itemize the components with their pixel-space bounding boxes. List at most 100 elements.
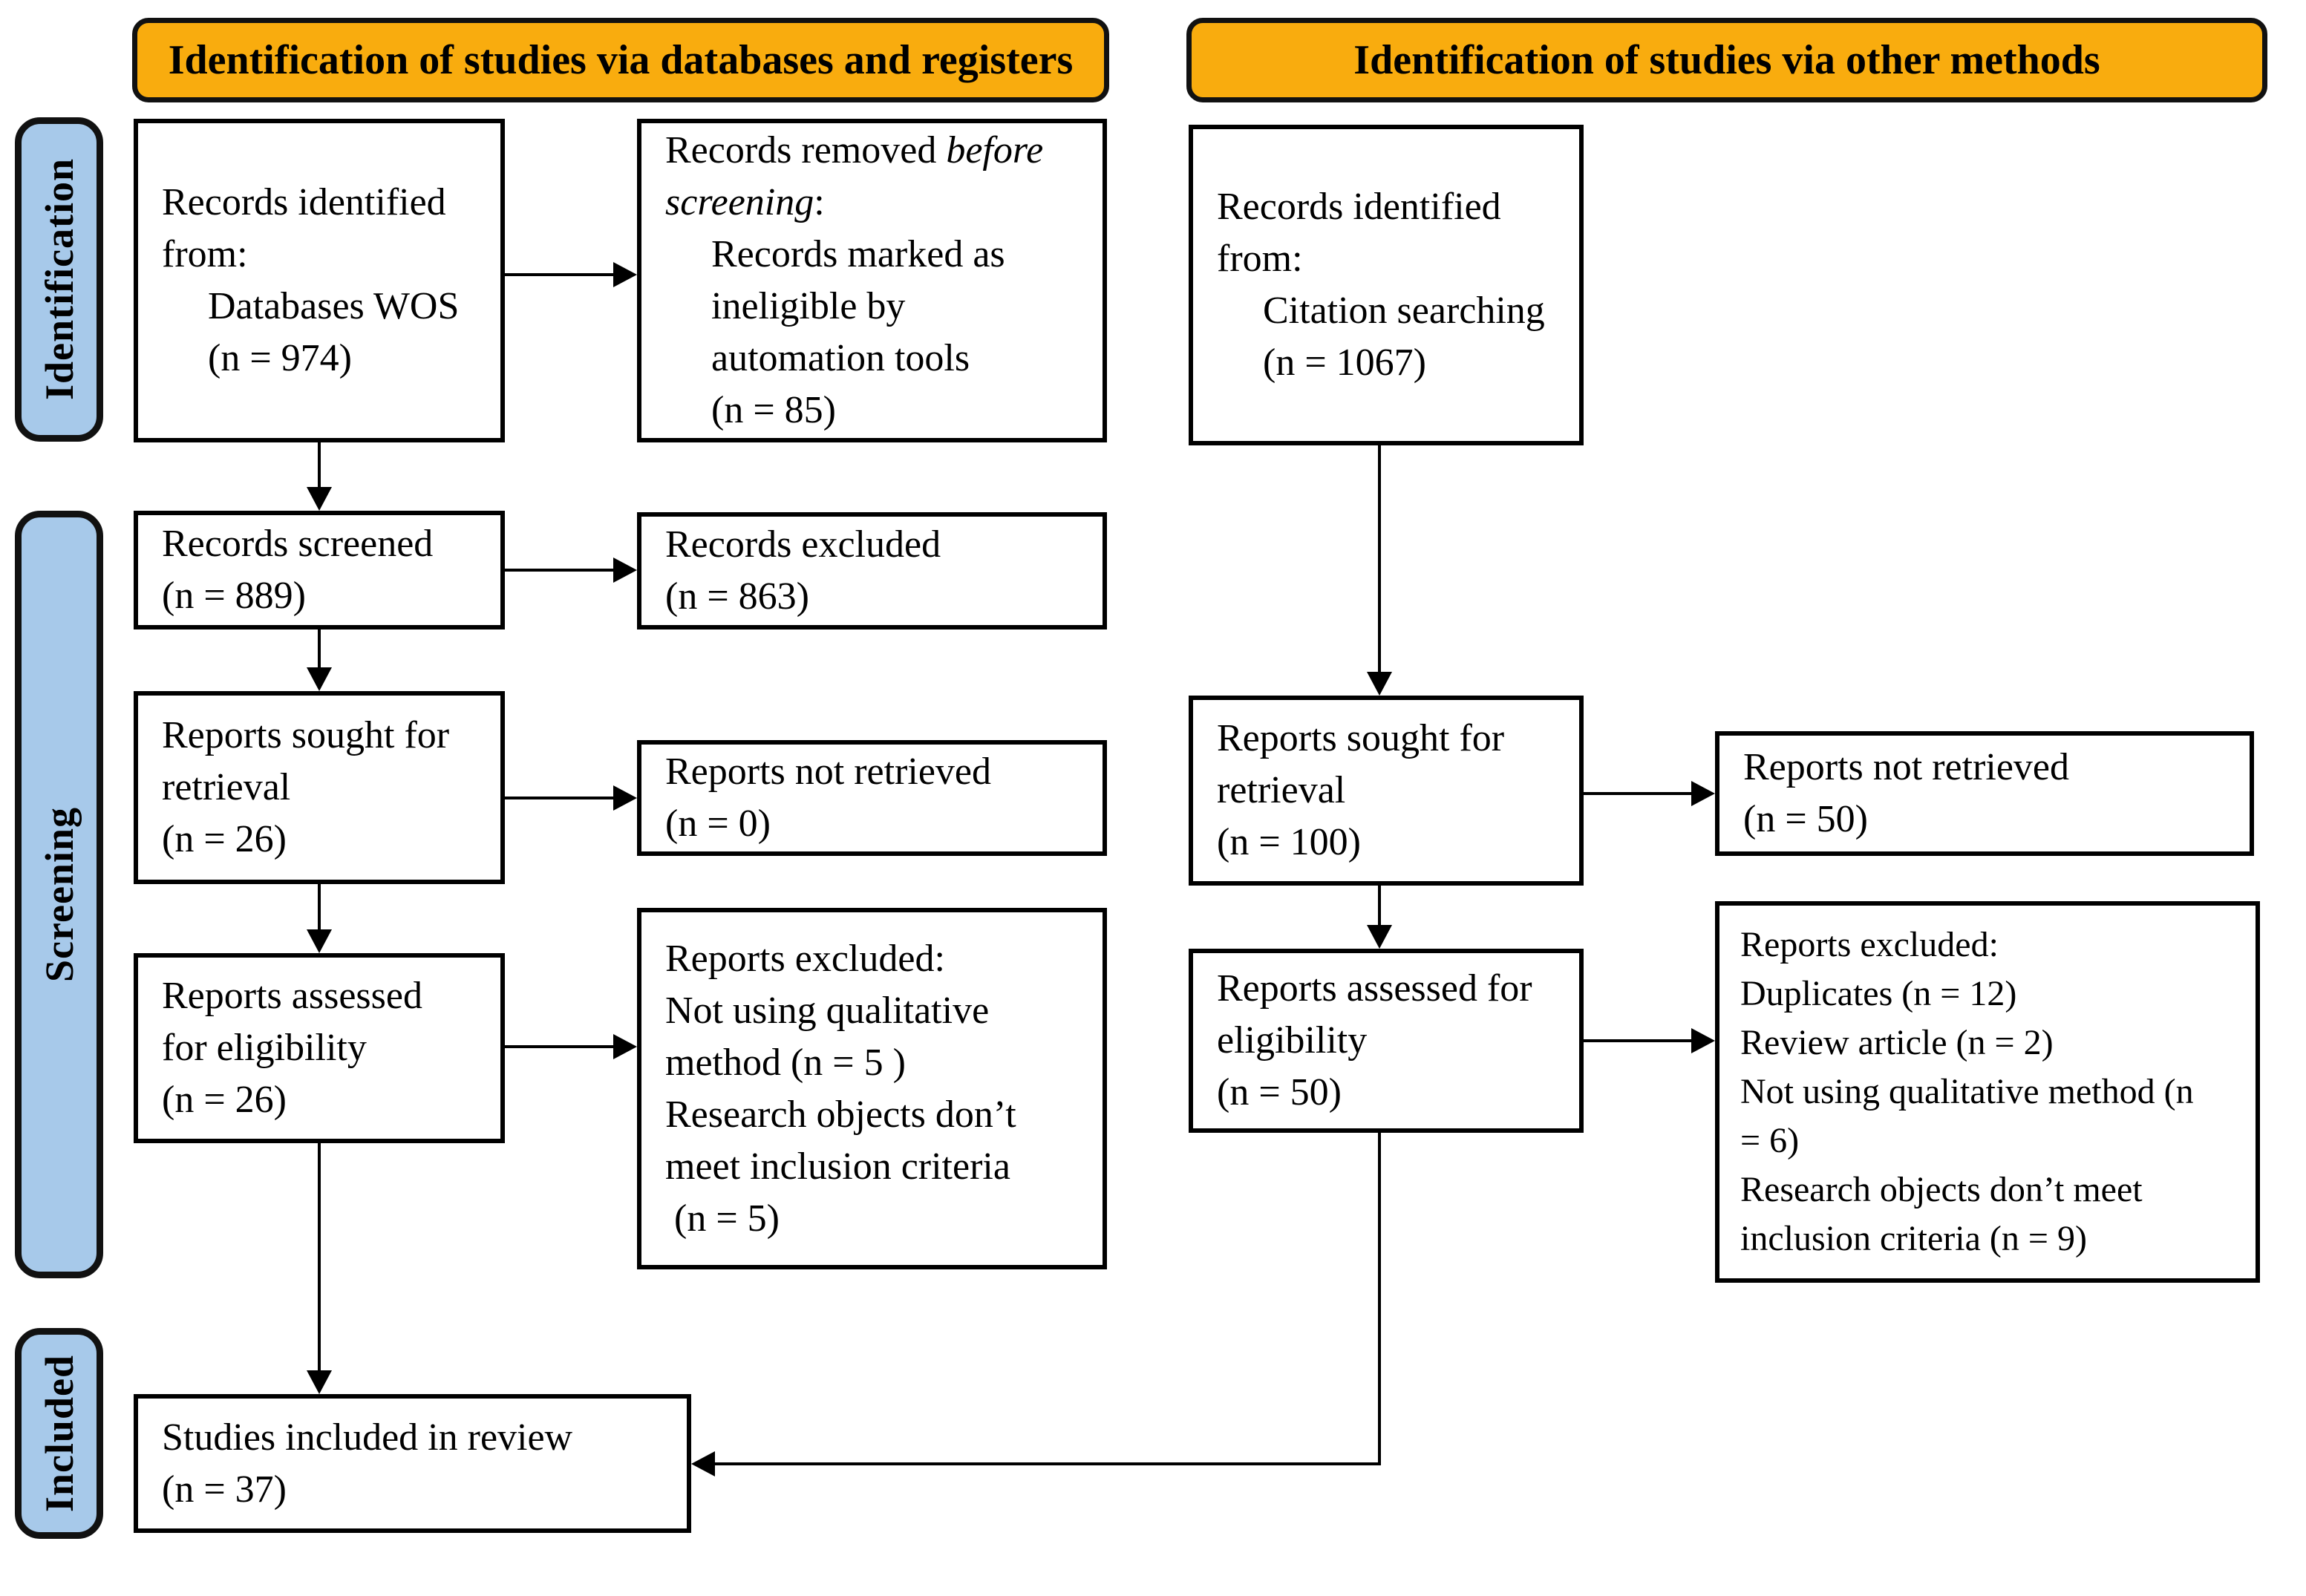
box-line: inclusion criteria (n = 9) bbox=[1740, 1219, 2087, 1258]
header-other-methods: Identification of studies via other meth… bbox=[1186, 18, 2267, 102]
arrow-line-assessed-to-included bbox=[318, 1143, 321, 1373]
box-line: meet inclusion criteria bbox=[665, 1145, 1010, 1188]
box-line: (n = 50) bbox=[1743, 798, 1868, 840]
box-line: (n = 26) bbox=[162, 818, 287, 860]
box-reports-sought-other: Reports sought for retrieval (n = 100) bbox=[1189, 696, 1584, 886]
box-line: Reports not retrieved bbox=[665, 750, 991, 793]
box-reports-assessed-db: Reports assessed for eligibility (n = 26… bbox=[134, 953, 505, 1143]
box-line: (n = 0) bbox=[665, 802, 771, 845]
arrow-line-screened-to-sought bbox=[318, 629, 321, 670]
box-line: from: bbox=[162, 233, 248, 275]
box-line: retrieval bbox=[1217, 769, 1346, 811]
box-reports-not-retrieved-other: Reports not retrieved (n = 50) bbox=[1715, 731, 2254, 856]
removed-intro-normal: Records removed bbox=[665, 129, 947, 171]
arrow-line-sought-to-assessed bbox=[318, 884, 321, 932]
arrowhead-identified-to-removed bbox=[613, 262, 637, 287]
arrow-line-sought-to-notretrieved-other bbox=[1584, 792, 1693, 795]
elbow-line-vertical-other-to-included bbox=[1378, 1133, 1381, 1465]
arrow-line-screened-to-excluded bbox=[505, 569, 615, 572]
box-line: (n = 889) bbox=[162, 575, 306, 617]
box-line: (n = 26) bbox=[162, 1079, 287, 1121]
arrow-line-sought-to-notretrieved bbox=[505, 797, 615, 799]
arrowhead-sought-to-assessed bbox=[307, 929, 332, 953]
box-studies-included: Studies included in review (n = 37) bbox=[134, 1394, 691, 1533]
arrowhead-sought-to-notretrieved bbox=[613, 785, 637, 811]
box-line: Studies included in review bbox=[162, 1416, 573, 1459]
arrow-line-citation-to-sought bbox=[1378, 445, 1381, 676]
box-line: automation tools bbox=[711, 337, 970, 379]
box-line: retrieval bbox=[162, 766, 291, 808]
box-line: (n = 863) bbox=[665, 575, 809, 618]
box-records-identified-citation: Records identified from: Citation search… bbox=[1189, 125, 1584, 445]
box-reports-not-retrieved-db: Reports not retrieved (n = 0) bbox=[637, 740, 1107, 856]
box-line: (n = 85) bbox=[711, 389, 836, 431]
arrow-line-sought-to-assessed-other bbox=[1378, 886, 1381, 929]
box-line: = 6) bbox=[1740, 1121, 1800, 1160]
box-line: Records identified bbox=[162, 181, 446, 223]
box-line: (n = 974) bbox=[208, 337, 352, 379]
box-records-removed-before-screening: Records removed before screening: Record… bbox=[637, 119, 1107, 442]
box-line: Reports sought for bbox=[162, 714, 450, 756]
box-reports-excluded-db: Reports excluded: Not using qualitative … bbox=[637, 908, 1107, 1269]
box-line: Research objects don’t meet bbox=[1740, 1170, 2143, 1209]
arrowhead-citation-to-sought bbox=[1367, 672, 1392, 696]
box-line: Reports sought for bbox=[1217, 717, 1505, 759]
arrowhead-identified-to-screened bbox=[307, 487, 332, 511]
header-databases-registers: Identification of studies via databases … bbox=[132, 18, 1109, 102]
box-line: (n = 50) bbox=[1217, 1071, 1342, 1113]
box-line: from: bbox=[1217, 238, 1303, 280]
box-line: Records screened bbox=[162, 523, 434, 565]
box-line: method (n = 5 ) bbox=[665, 1041, 906, 1084]
box-line: Reports assessed bbox=[162, 975, 422, 1017]
arrowhead-assessed-to-reportsexcluded bbox=[613, 1034, 637, 1059]
stage-label-screening: Screening bbox=[15, 511, 103, 1278]
box-line: Records removed before screening: bbox=[665, 125, 1089, 229]
box-records-screened: Records screened (n = 889) bbox=[134, 511, 505, 629]
box-line: Records excluded bbox=[665, 523, 941, 566]
box-line: Records marked as bbox=[711, 233, 1005, 275]
box-line: Reports excluded: bbox=[665, 937, 945, 980]
box-line: Reports excluded: bbox=[1740, 925, 1999, 964]
box-line: Duplicates (n = 12) bbox=[1740, 974, 2017, 1013]
arrow-line-assessed-to-reportsexcluded bbox=[505, 1045, 615, 1048]
box-line: (n = 1067) bbox=[1263, 341, 1426, 384]
stage-identification-text: Identification bbox=[36, 158, 82, 401]
box-reports-excluded-other: Reports excluded: Duplicates (n = 12) Re… bbox=[1715, 901, 2260, 1283]
elbow-line-horizontal-other-to-included bbox=[711, 1462, 1381, 1465]
box-line: (n = 37) bbox=[162, 1468, 287, 1511]
arrowhead-sought-to-notretrieved-other bbox=[1691, 781, 1715, 806]
removed-intro-colon: : bbox=[814, 181, 825, 223]
arrowhead-assessed-to-reportsexcluded-other bbox=[1691, 1028, 1715, 1053]
arrowhead-screened-to-sought bbox=[307, 667, 332, 691]
box-line: Research objects don’t bbox=[665, 1093, 1016, 1136]
arrowhead-screened-to-excluded bbox=[613, 557, 637, 583]
arrowhead-assessed-to-included bbox=[307, 1370, 332, 1394]
box-line: Records identified bbox=[1217, 186, 1501, 228]
box-line: ineligible by bbox=[711, 285, 906, 327]
box-line: (n = 100) bbox=[1217, 821, 1361, 863]
box-records-excluded: Records excluded (n = 863) bbox=[637, 512, 1107, 629]
removed-intro-italic: before screening bbox=[665, 129, 1044, 223]
box-line: Citation searching bbox=[1263, 290, 1545, 332]
stage-label-identification: Identification bbox=[15, 117, 103, 442]
box-reports-assessed-other: Reports assessed for eligibility (n = 50… bbox=[1189, 949, 1584, 1133]
box-line: eligibility bbox=[1217, 1019, 1368, 1062]
arrowhead-other-to-included bbox=[691, 1451, 715, 1476]
arrow-line-identified-to-removed bbox=[505, 273, 615, 276]
box-line: (n = 5) bbox=[674, 1197, 780, 1240]
stage-included-text: Included bbox=[36, 1354, 82, 1513]
header-databases-label: Identification of studies via databases … bbox=[168, 37, 1074, 83]
arrow-line-identified-to-screened bbox=[318, 442, 321, 490]
box-line: Reports not retrieved bbox=[1743, 746, 2069, 788]
arrow-line-assessed-to-reportsexcluded-other bbox=[1584, 1039, 1693, 1042]
stage-label-included: Included bbox=[15, 1328, 103, 1539]
stage-screening-text: Screening bbox=[36, 807, 82, 982]
box-line: Review article (n = 2) bbox=[1740, 1023, 2054, 1062]
arrowhead-sought-to-assessed-other bbox=[1367, 925, 1392, 949]
box-reports-sought-db: Reports sought for retrieval (n = 26) bbox=[134, 691, 505, 884]
header-other-label: Identification of studies via other meth… bbox=[1353, 37, 2100, 83]
box-line: Not using qualitative bbox=[665, 989, 990, 1032]
box-line: Databases WOS bbox=[208, 285, 460, 327]
box-line: for eligibility bbox=[162, 1027, 367, 1069]
